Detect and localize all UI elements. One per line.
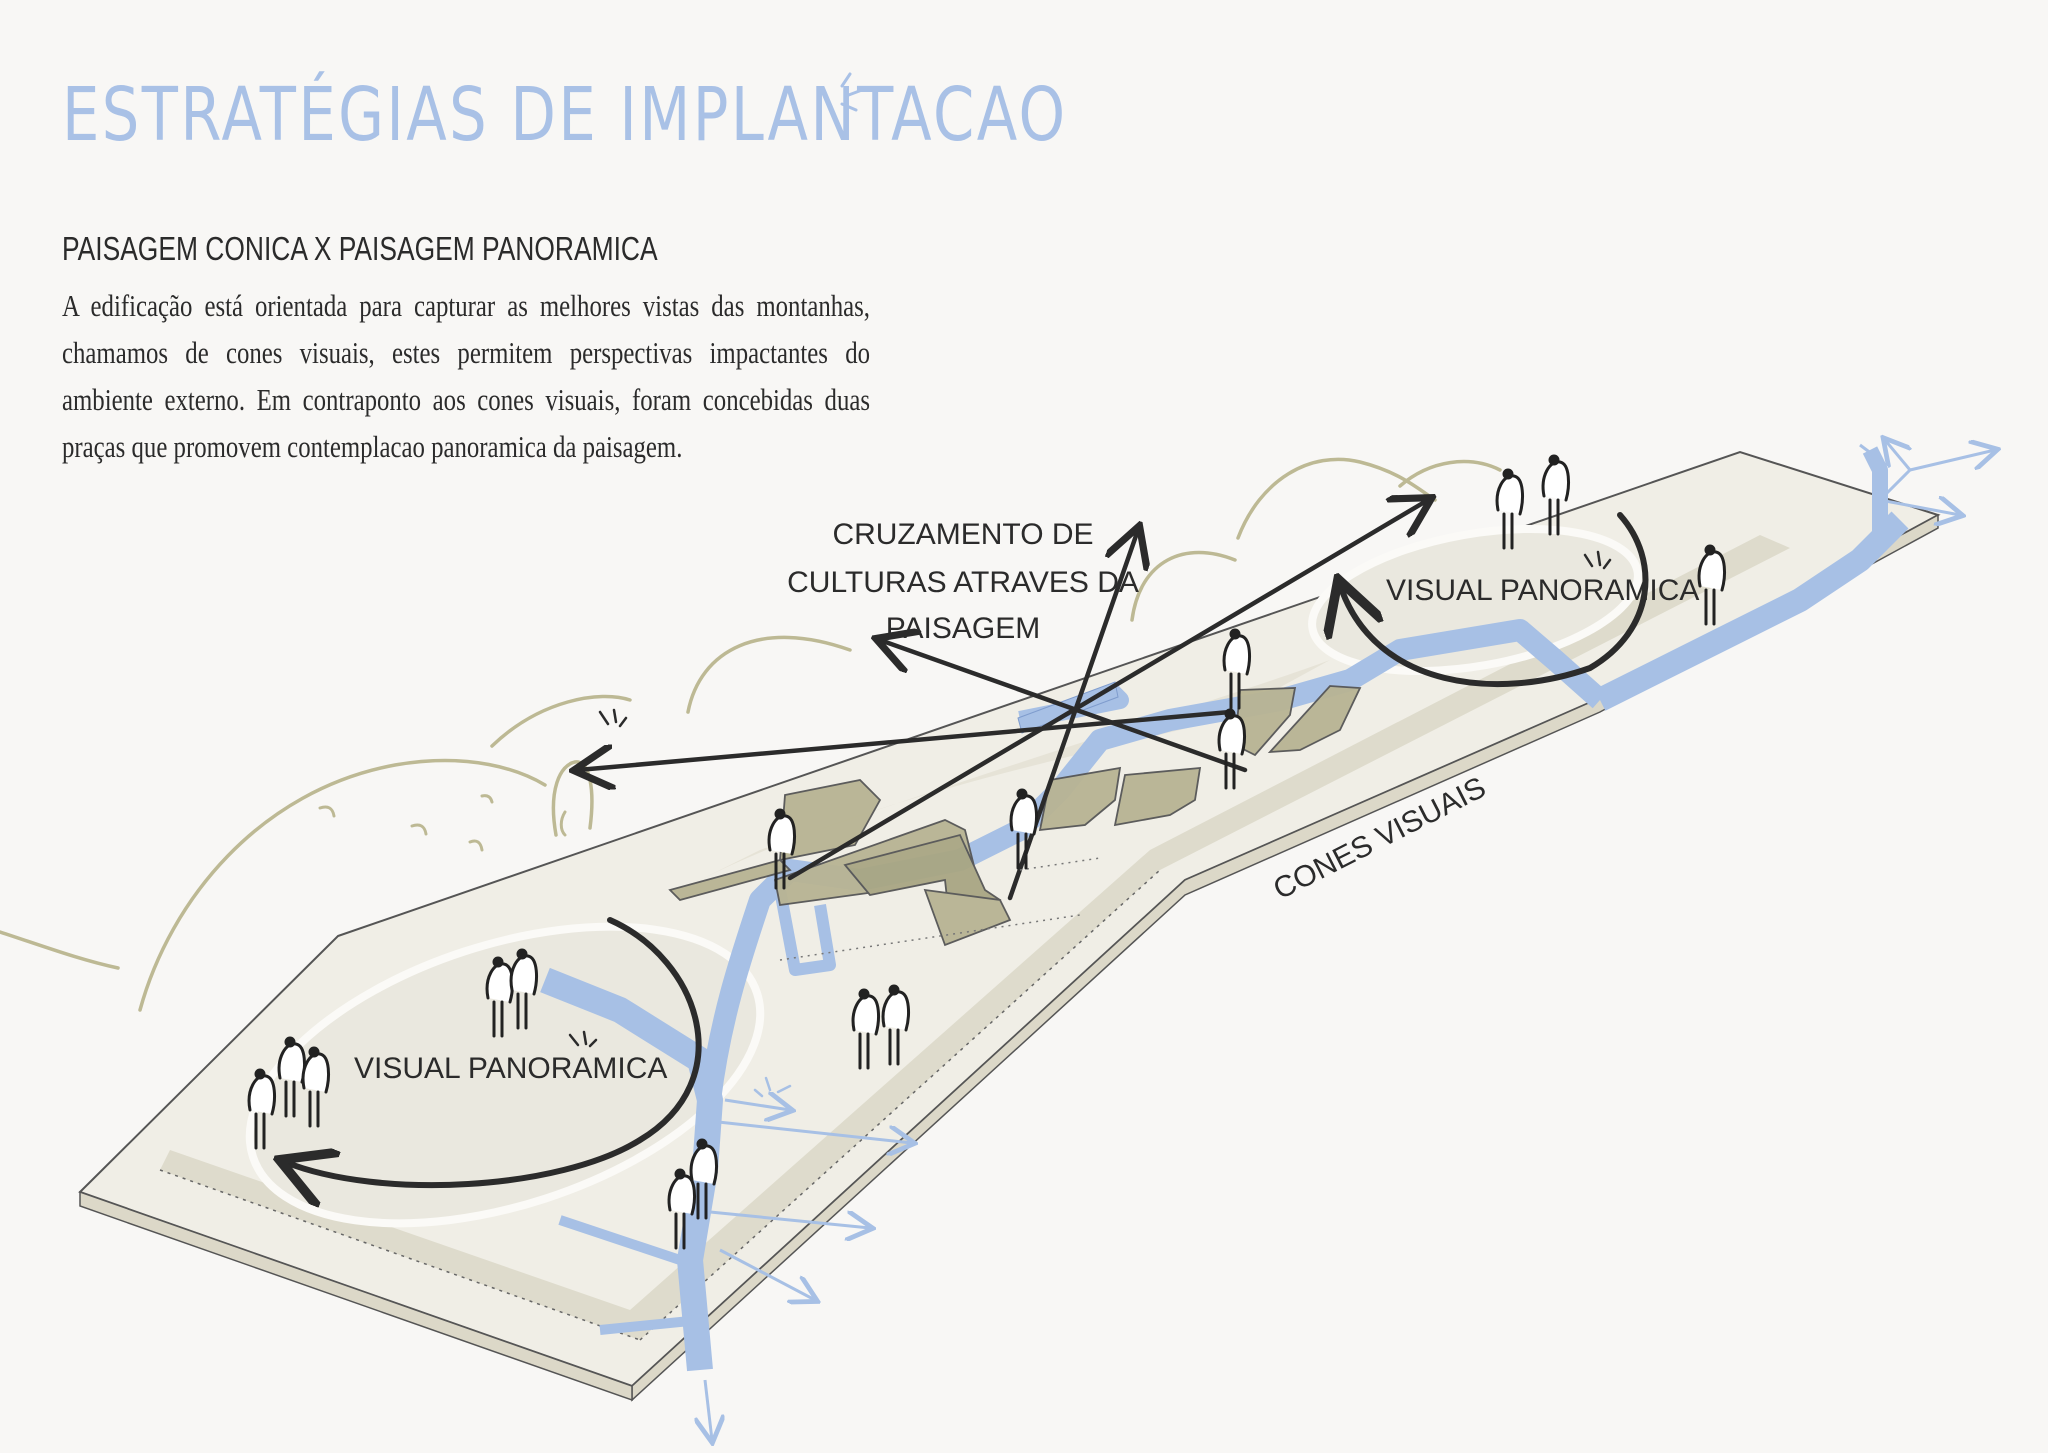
person-figure [509, 948, 538, 1030]
label-crossing-line-2: CULTURAS ATRAVES DA [787, 566, 1139, 599]
label-crossing-line-1: CRUZAMENTO DE [832, 518, 1093, 551]
person-figure [1217, 708, 1246, 790]
section-subtitle: PAISAGEM CONICA X PAISAGEM PANORAMICA [62, 230, 658, 267]
label-panoramic-left: VISUAL PANORAMICA [354, 1052, 667, 1085]
crossing-arrows [578, 500, 1428, 901]
person-figure [689, 1138, 718, 1220]
fence-lines [779, 857, 1101, 961]
plaza-right [1308, 524, 1642, 676]
page-title: ESTRATÉGIAS DE IMPLANTACAO [62, 72, 1068, 158]
person-figure [667, 1168, 696, 1250]
person-figure [1697, 544, 1726, 626]
mountain-outlines [0, 457, 1502, 1012]
label-crossing-line-3: PAISAGEM [886, 612, 1040, 645]
description-paragraph: A edificação está orientada para captura… [62, 288, 870, 464]
cone-arrows [689, 440, 1995, 1440]
title-sparkle-icon [840, 72, 864, 112]
plaza-left [245, 922, 765, 1228]
person-figure [247, 1068, 276, 1150]
person-figure [851, 988, 880, 1070]
label-panoramic-right: VISUAL PANORAMICA [1386, 574, 1699, 607]
person-figure [1222, 628, 1251, 710]
pedestrian-path [540, 446, 1909, 1372]
cone-sparkle-icon [753, 1076, 792, 1098]
sparkle-icons [568, 550, 1612, 1048]
person-figure [1495, 468, 1524, 550]
person-figure [301, 1046, 330, 1128]
panoramic-arrows [285, 512, 1649, 1185]
person-figure [767, 808, 796, 890]
person-figure [1009, 788, 1038, 870]
person-figure [881, 984, 910, 1066]
person-figure [1541, 454, 1570, 536]
people-figures [247, 454, 1726, 1250]
